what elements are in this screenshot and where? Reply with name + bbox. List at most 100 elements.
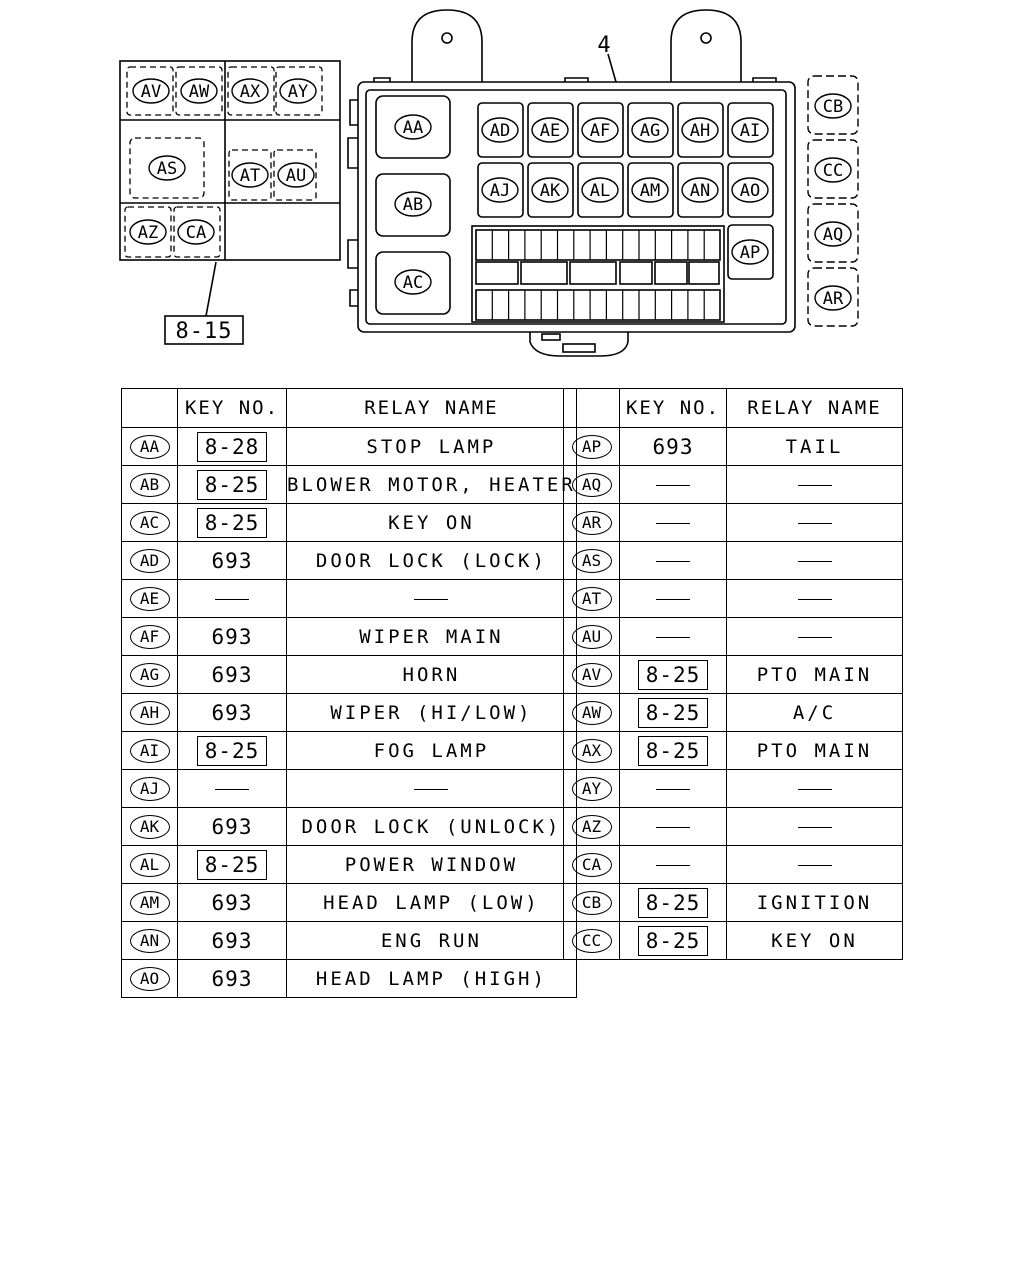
relay-code: CA [571,852,612,877]
key-no-cell [177,579,287,618]
relay-code: AQ [571,472,612,497]
key-no-cell: 693 [177,655,287,694]
header-code [563,388,620,428]
relay-position-label: AY [288,82,308,102]
relay-code-cell: CA [563,845,620,884]
relay-name-cell [726,845,903,884]
key-no [656,598,690,600]
header-key-no: KEY NO. [619,388,727,428]
relay-position-label: AX [240,82,261,102]
key-no-cell: 693 [177,921,287,960]
relay-position-label: CA [186,223,206,243]
key-no: 8-25 [637,697,709,728]
relay-code-cell: AP [563,427,620,466]
key-no-cell: 693 [177,693,287,732]
relay-code-cell: AA [121,427,178,466]
relay-code-cell: AB [121,465,178,504]
relay-code: AE [129,586,170,611]
header-code [121,388,178,428]
relay-name [797,826,832,828]
relay-code: CB [571,890,612,915]
relay-position-label: AU [286,166,306,186]
key-no: 693 [211,548,253,573]
relay-position-label: AM [640,181,660,201]
table-row: AE [121,579,577,618]
relay-code: AR [571,510,612,535]
relay-position-label: AB [403,195,423,215]
key-no-cell [619,541,727,580]
key-no [656,484,690,486]
relay-name-cell [726,807,903,846]
relay-name: A/C [792,701,837,724]
relay-code: AL [129,852,170,877]
key-no-cell: 693 [177,883,287,922]
key-no [215,598,249,600]
relay-name-cell: DOOR LOCK (UNLOCK) [286,807,577,846]
key-no-cell: 8-25 [619,921,727,960]
relay-code: AB [129,472,170,497]
relay-name: WIPER MAIN [359,625,504,648]
relay-code-cell: AT [563,579,620,618]
relay-position-label: AP [740,243,760,263]
key-no [656,826,690,828]
relay-name: HORN [402,663,461,686]
relay-code-cell: CB [563,883,620,922]
key-no-cell: 693 [177,807,287,846]
key-no: 693 [211,624,253,649]
key-no-cell [619,503,727,542]
relay-code: AA [129,434,170,459]
key-no: 693 [211,814,253,839]
key-no: 693 [211,662,253,687]
relay-code-cell: AC [121,503,178,542]
callout-number: 4 [597,33,610,58]
relay-code-cell: AX [563,731,620,770]
relay-name-cell: TAIL [726,427,903,466]
table-row: AS [563,541,903,580]
key-no: 8-25 [637,887,709,918]
relay-position-label: AJ [490,181,510,201]
relay-code-cell: AM [121,883,178,922]
key-no: 693 [211,928,253,953]
relay-name-cell [726,579,903,618]
key-no-cell: 8-25 [619,693,727,732]
relay-position-label: AI [740,121,760,141]
callout-box-label: 8-15 [176,319,233,344]
relay-code-cell: AK [121,807,178,846]
relay-name: DOOR LOCK (UNLOCK) [301,815,562,838]
relay-name-cell [286,769,577,808]
relay-name: KEY ON [388,511,475,534]
relay-name [797,636,832,638]
key-no-cell: 8-25 [177,465,287,504]
relay-code: AM [129,890,170,915]
relay-code-cell: AI [121,731,178,770]
table-row: AZ [563,807,903,846]
relay-name: HEAD LAMP (HIGH) [315,967,547,990]
relay-code-cell: CC [563,921,620,960]
relay-code-cell: AH [121,693,178,732]
relay-code-cell: AD [121,541,178,580]
relay-name-cell: BLOWER MOTOR, HEATER [286,465,577,504]
key-no-cell [619,769,727,808]
table-row: AJ [121,769,577,808]
table-row: CA [563,845,903,884]
relay-code: AY [571,776,612,801]
relay-position-label: AZ [138,223,158,243]
table-row: AR [563,503,903,542]
relay-code-cell: AY [563,769,620,808]
key-no-cell [619,579,727,618]
relay-name: BLOWER MOTOR, HEATER [287,473,576,496]
relay-position-label: AL [590,181,610,201]
relay-name-cell [286,579,577,618]
relay-name: PTO MAIN [756,663,873,686]
relay-position-label: AK [540,181,561,201]
